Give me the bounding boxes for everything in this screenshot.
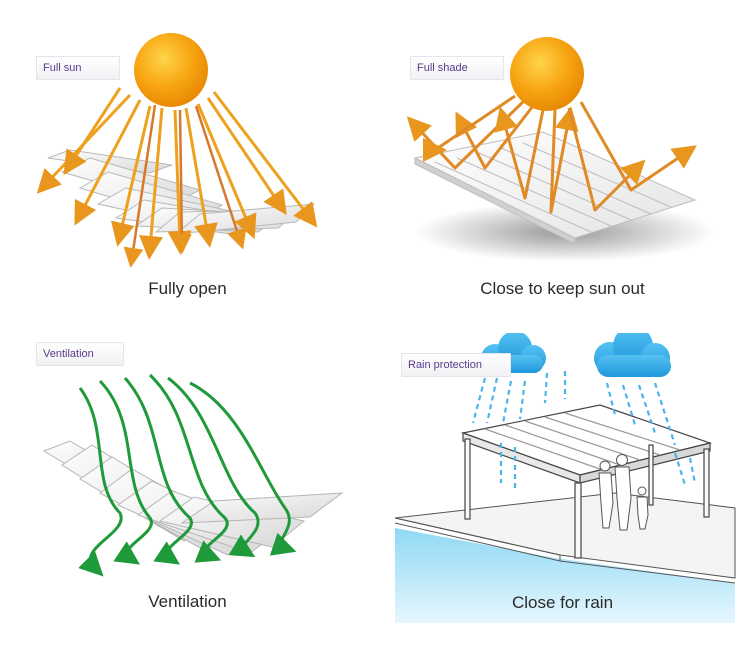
caption-ventilation: Ventilation [0,592,375,612]
rain-diagram [375,333,750,666]
label-full-sun: Full sun [36,56,120,80]
label-full-shade: Full shade [410,56,504,80]
cloud-icon [594,333,671,377]
panel-ventilation: Ventilation Ventilation [0,333,375,666]
label-ventilation: Ventilation [36,342,124,366]
caption-close-for-rain: Close for rain [375,593,750,613]
caption-fully-open: Fully open [0,279,375,299]
label-rain-protection: Rain protection [401,353,511,377]
ventilation-diagram [0,333,375,666]
caption-close-keep-sun-out: Close to keep sun out [375,279,750,299]
panel-full-shade: Full shade Close to keep sun out [375,0,750,333]
panel-rain-protection: Rain protection Close for rain [375,333,750,666]
sun-icon [510,37,584,111]
sun-icon [134,33,208,107]
panel-full-sun: Full sun Fully open [0,0,375,333]
